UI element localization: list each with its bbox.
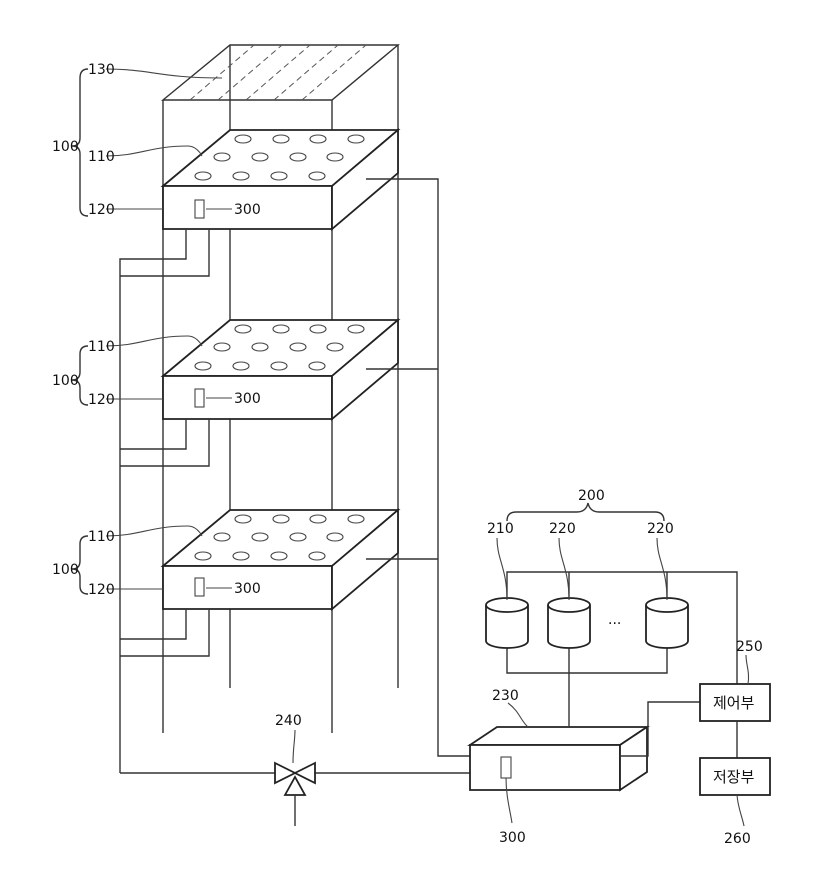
label-300: 300 bbox=[234, 391, 261, 407]
label-110: 110 bbox=[88, 529, 115, 545]
cultivation-tier-3 bbox=[163, 510, 398, 609]
label-120: 120 bbox=[88, 582, 115, 598]
label-300: 300 bbox=[234, 581, 261, 597]
ellipsis: ··· bbox=[608, 616, 621, 632]
tank-icon bbox=[548, 598, 590, 648]
label-100: 100 bbox=[52, 373, 79, 389]
label-300: 300 bbox=[499, 830, 526, 846]
label-120: 120 bbox=[88, 392, 115, 408]
mixing-tank bbox=[470, 727, 647, 790]
storage-box-text: 저장부 bbox=[713, 768, 755, 786]
lighting-unit bbox=[163, 45, 398, 100]
tank-icon bbox=[646, 598, 688, 648]
controller-box-text: 제어부 bbox=[713, 694, 755, 712]
label-120: 120 bbox=[88, 202, 115, 218]
label-210: 210 bbox=[487, 521, 514, 537]
label-130: 130 bbox=[88, 62, 115, 78]
label-230: 230 bbox=[492, 688, 519, 704]
cultivation-tier-2 bbox=[163, 320, 398, 419]
valve-icon bbox=[275, 763, 315, 826]
reference-labels: 130 100 110 120 300 100 110 120 300 100 … bbox=[52, 62, 763, 847]
drain-pipes bbox=[120, 229, 472, 773]
label-110: 110 bbox=[88, 339, 115, 355]
label-100: 100 bbox=[52, 562, 79, 578]
label-240: 240 bbox=[275, 713, 302, 729]
label-200: 200 bbox=[578, 488, 605, 504]
cultivation-tier-1 bbox=[163, 130, 398, 229]
label-250: 250 bbox=[736, 639, 763, 655]
label-110: 110 bbox=[88, 149, 115, 165]
tank-icon bbox=[486, 598, 528, 648]
label-220: 220 bbox=[647, 521, 674, 537]
label-100: 100 bbox=[52, 139, 79, 155]
label-300: 300 bbox=[234, 202, 261, 218]
label-220: 220 bbox=[549, 521, 576, 537]
label-260: 260 bbox=[724, 831, 751, 847]
supply-line bbox=[366, 179, 472, 756]
